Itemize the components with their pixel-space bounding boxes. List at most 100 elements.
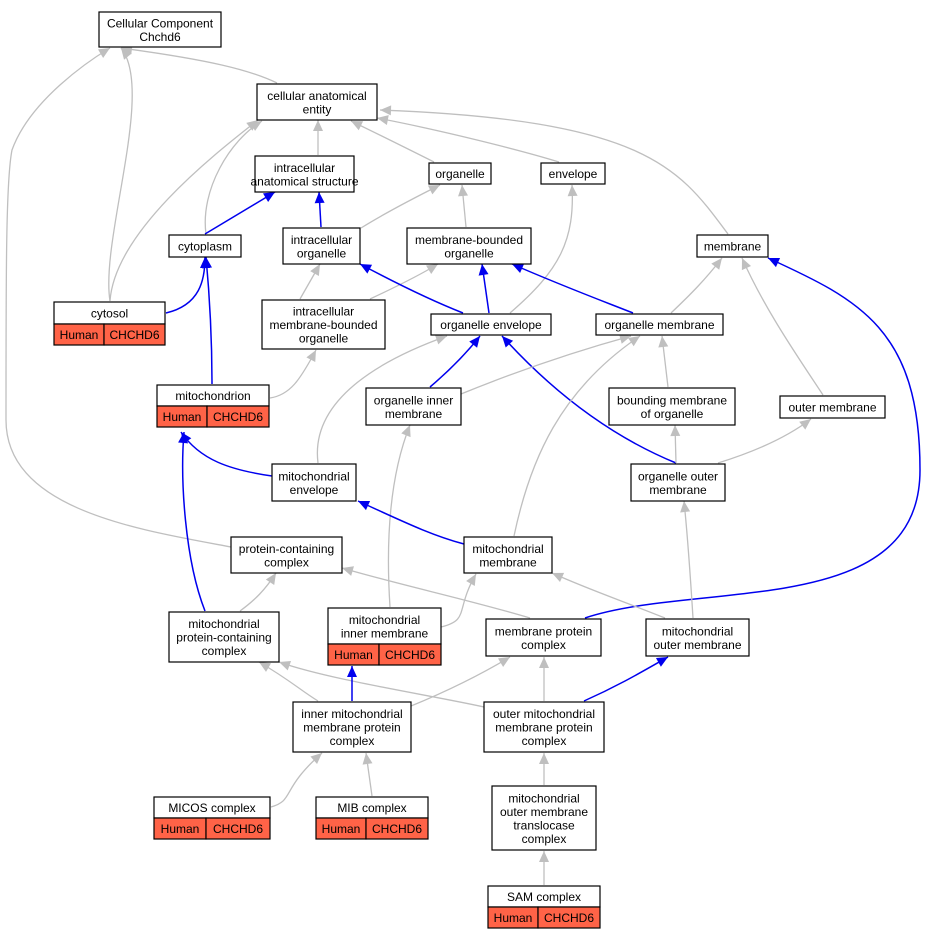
- arrowhead-icon: [658, 336, 669, 348]
- node-label-line: membrane-bounded: [269, 318, 377, 332]
- node-box: [463, 536, 553, 574]
- edge-line: [341, 567, 531, 619]
- edge-oom-to-bmo: [670, 424, 681, 464]
- edge-imm_pc-to-mpc: [410, 656, 511, 707]
- arrowhead-icon: [478, 264, 489, 276]
- node-box: [428, 162, 492, 185]
- node-box: [230, 536, 343, 574]
- node-box: [406, 227, 532, 265]
- node-box: [254, 155, 355, 193]
- edge-imbo-to-intra_org: [299, 263, 321, 300]
- node-org_mem[interactable]: organelle membrane: [595, 313, 724, 336]
- edge-line: [369, 263, 439, 300]
- node-organelle[interactable]: organelle: [428, 162, 492, 185]
- edge-line: [584, 257, 921, 619]
- node-box: [98, 11, 222, 48]
- node-label-line: mitochondrion: [175, 389, 250, 403]
- arrowhead-icon: [655, 657, 668, 667]
- edge-micos-to-imm_pc: [270, 752, 323, 808]
- edge-org_env-to-mbo: [478, 263, 490, 314]
- node-box: [645, 618, 750, 657]
- arrowhead-icon: [265, 573, 276, 585]
- arrowhead-icon: [539, 851, 549, 862]
- arrowhead-icon: [680, 501, 691, 513]
- node-outer_mem[interactable]: outer membrane: [779, 395, 886, 419]
- edge-oom-to-org_env: [501, 335, 677, 464]
- node-cytoplasm[interactable]: cytoplasm: [168, 234, 242, 258]
- edge-org_mem-to-membrane: [670, 257, 723, 314]
- node-label-line: membrane: [385, 407, 443, 421]
- arrowhead-icon: [426, 264, 438, 275]
- node-label-line: organelle envelope: [440, 318, 542, 332]
- node-label-line: MICOS complex: [168, 801, 255, 815]
- species-label: Human: [161, 822, 200, 836]
- node-box: [491, 785, 597, 851]
- arrowhead-icon: [313, 120, 323, 131]
- edge-line: [360, 184, 441, 229]
- edge-line: [359, 263, 464, 314]
- node-org_env[interactable]: organelle envelope: [430, 313, 552, 336]
- arrowhead-icon: [306, 350, 316, 363]
- edge-mim-to-mito_mem: [440, 573, 477, 628]
- node-label-line: membrane-bounded: [415, 233, 523, 247]
- gene-label: CHCHD6: [372, 822, 422, 836]
- node-box: [365, 387, 462, 426]
- node-envelope[interactable]: envelope: [540, 162, 606, 185]
- arrowhead-icon: [768, 258, 781, 268]
- edge-line: [440, 573, 477, 628]
- arrowhead-icon: [539, 657, 549, 668]
- node-label-line: mitochondrial: [472, 542, 543, 556]
- edge-org_env-to-envelope: [509, 184, 578, 314]
- node-label-line: membrane: [704, 240, 762, 254]
- edge-org_env-to-intra_org: [359, 263, 464, 314]
- edge-oim-to-org_mem: [460, 334, 632, 395]
- edge-line: [120, 47, 278, 84]
- arrowhead-icon: [347, 666, 357, 677]
- edge-cytosol-to-cae: [109, 119, 259, 302]
- gene-label: CHCHD6: [213, 410, 263, 424]
- edge-line: [741, 257, 824, 396]
- edge-line: [108, 47, 133, 302]
- edge-ias-to-cae: [313, 120, 323, 155]
- edge-line: [181, 431, 206, 612]
- edge-line: [204, 191, 276, 235]
- node-membrane[interactable]: membrane: [696, 234, 769, 258]
- arrowhead-icon: [567, 185, 578, 197]
- node-box: [168, 611, 280, 663]
- edge-mito-to-imbo: [269, 349, 317, 399]
- node-label-line: translocase: [513, 818, 575, 832]
- node-label-line: protein-containing: [176, 631, 271, 645]
- edge-intra_org-to-organelle: [360, 184, 441, 229]
